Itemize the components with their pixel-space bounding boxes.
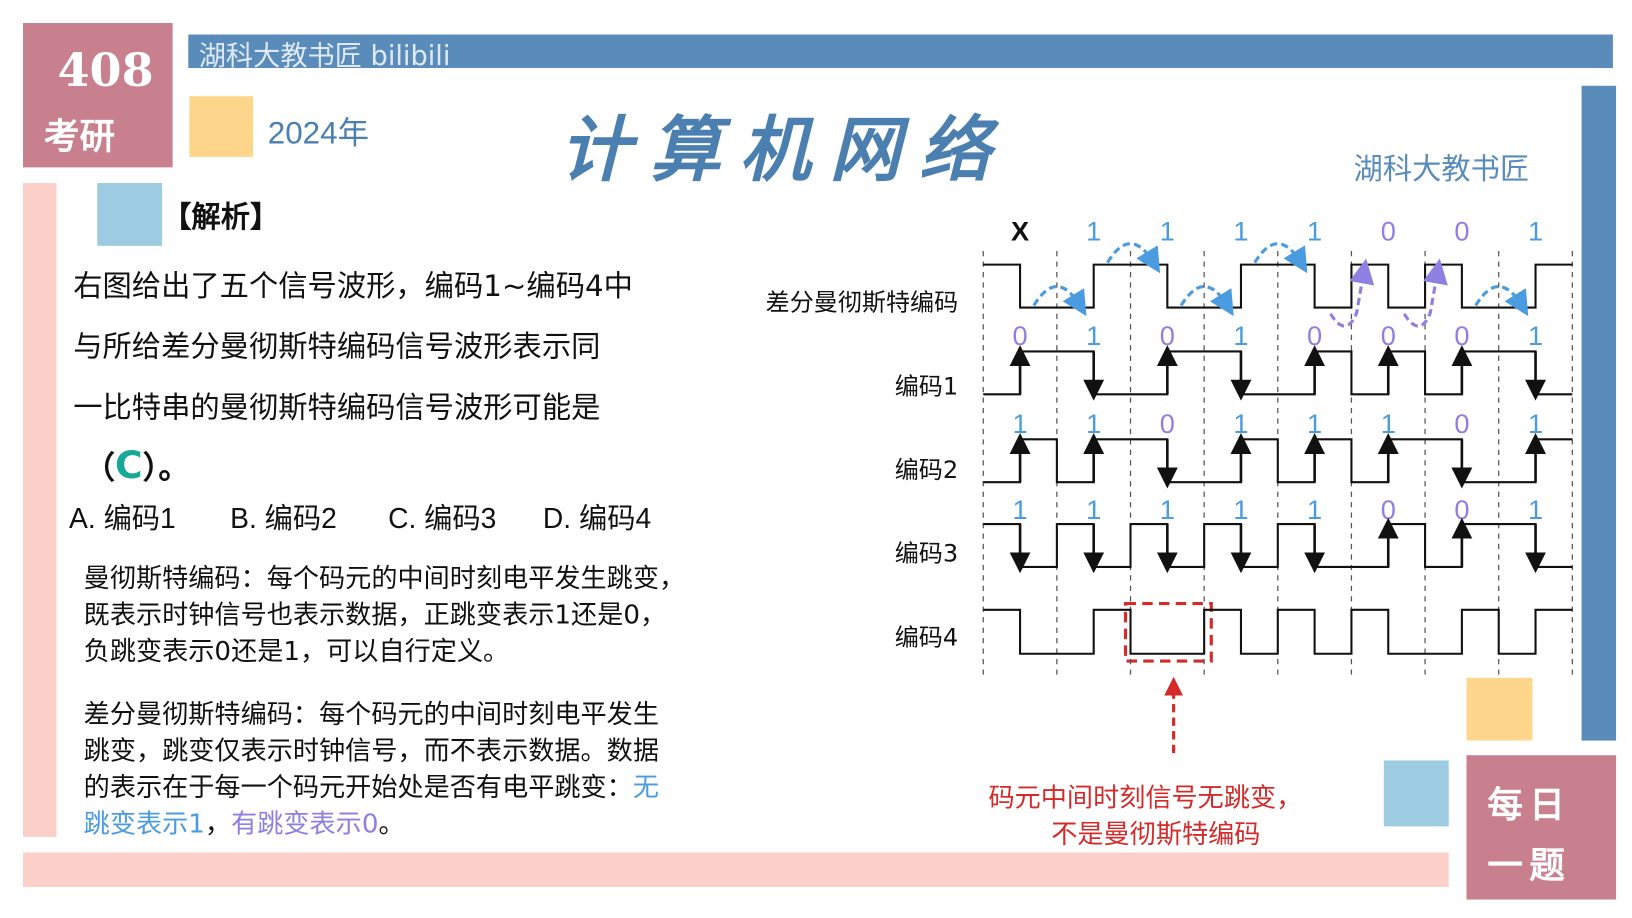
option-d: D. 编码4 <box>542 503 652 535</box>
row-label: 编码2 <box>894 457 959 485</box>
row-label: 编码3 <box>894 540 959 568</box>
waveform-3 <box>983 523 1573 568</box>
bit-label: 0 <box>1381 216 1396 247</box>
bit-label: 0 <box>1454 494 1469 525</box>
badge-label: 考研 <box>43 116 116 158</box>
left-bar <box>23 183 57 837</box>
answer-close: ）。 <box>142 449 190 487</box>
bit-label: 0 <box>1012 320 1027 351</box>
daily-line1: 每日 <box>1487 784 1572 827</box>
bit-label: 1 <box>1233 216 1248 247</box>
option-c: C. 编码3 <box>388 503 497 535</box>
blue-square <box>97 183 163 246</box>
bit-label: 1 <box>1528 320 1543 351</box>
bit-label: 0 <box>1454 408 1469 439</box>
bit-label: 1 <box>1086 216 1101 247</box>
option-a: A. 编码1 <box>69 503 176 535</box>
top-bar <box>188 34 1613 68</box>
bit-label: 0 <box>1160 320 1175 351</box>
answer-open: （ <box>83 449 116 487</box>
analysis-heading: 【解析】 <box>162 199 280 235</box>
waveform-0 <box>983 263 1573 309</box>
bit-label: X <box>1011 216 1029 247</box>
no-transition-highlight <box>1123 601 1213 663</box>
diff-note: 跳变，跳变仅表示时钟信号，而不表示数据。数据 <box>83 735 659 766</box>
author-label: 湖科大教书匠 <box>1353 151 1530 187</box>
bit-label: 1 <box>1086 320 1101 351</box>
diff-note-end: 。 <box>378 808 405 839</box>
row-label: 差分曼彻斯特编码 <box>765 289 959 317</box>
bit-label: 1 <box>1307 494 1322 525</box>
diff-note-blue: 无 <box>632 771 660 803</box>
bit-label: 1 <box>1086 494 1101 525</box>
bit-label: 1 <box>1160 494 1175 525</box>
bit-label: 0 <box>1454 320 1469 351</box>
diff-note: 的表示在于每一个码元开始处是否有电平跳变：无 <box>84 767 659 805</box>
bit-label: 0 <box>1454 216 1469 247</box>
right-bar <box>1581 85 1617 741</box>
diff-note: 差分曼彻斯特编码：每个码元的中间时刻电平发生 <box>83 698 659 730</box>
question-line: 一比特串的曼彻斯特编码信号波形可能是 <box>73 390 601 425</box>
transition-arrow <box>1329 258 1375 328</box>
yellow-square-2 <box>1466 677 1533 741</box>
watermark: 湖科大教书匠 bilibili <box>198 40 451 73</box>
row-label: 编码1 <box>894 373 959 401</box>
bit-label: 1 <box>1233 494 1248 525</box>
daily-line2: 一题 <box>1487 845 1572 888</box>
diff-note-purple: 有跳变表示0 <box>231 808 379 839</box>
blue-square-2 <box>1383 760 1449 827</box>
question-line: 与所给差分曼彻斯特编码信号波形表示同 <box>73 329 601 365</box>
badge-box <box>23 23 173 168</box>
answer: （C）。 <box>83 441 190 488</box>
transition-arrow <box>1402 258 1448 328</box>
manchester-note: 既表示时钟信号也表示数据，正跳变表示1还是0， <box>83 599 667 630</box>
diff-note-text: 的表示在于每一个码元开始处是否有电平跳变： <box>83 771 633 803</box>
diff-note-sep: ， <box>204 808 232 839</box>
bit-label: 1 <box>1012 408 1027 439</box>
bit-label: 1 <box>1012 494 1027 525</box>
bit-label: 1 <box>1233 408 1248 439</box>
question-line: 右图给出了五个信号波形，编码1~编码4中 <box>73 268 633 304</box>
diff-note: 跳变表示1，有跳变表示0。 <box>84 803 405 841</box>
answer-letter: C <box>115 444 143 488</box>
bottom-bar <box>23 852 1449 888</box>
bit-label: 1 <box>1233 320 1248 351</box>
note-line: 不是曼彻斯特编码 <box>1051 819 1261 850</box>
manchester-note: 曼彻斯特编码：每个码元的中间时刻电平发生跳变， <box>83 562 686 594</box>
yellow-square <box>189 96 254 157</box>
diff-note-blue: 跳变表示1 <box>83 808 205 839</box>
bit-label: 1 <box>1528 216 1543 247</box>
bit-label: 0 <box>1381 320 1396 351</box>
daily-badge <box>1466 755 1617 900</box>
bit-label: 1 <box>1307 216 1322 247</box>
manchester-note: 负跳变表示0还是1，可以自行定义。 <box>83 635 510 667</box>
row-label: 编码4 <box>894 624 959 652</box>
bit-label: 1 <box>1160 216 1175 247</box>
bit-label: 1 <box>1528 408 1543 439</box>
bit-label: 1 <box>1381 408 1396 439</box>
bit-label: 1 <box>1086 408 1101 439</box>
option-b: B. 编码2 <box>230 503 337 535</box>
waveform-4 <box>983 608 1573 655</box>
page-title: 计算机网络 <box>559 108 1010 193</box>
year-label: 2024年 <box>267 116 369 151</box>
note-line: 码元中间时刻信号无跳变， <box>988 782 1303 813</box>
bit-label: 0 <box>1381 494 1396 525</box>
bit-label: 0 <box>1307 320 1322 351</box>
badge-number: 408 <box>57 43 154 98</box>
bit-label: 1 <box>1528 494 1543 525</box>
waveform-2 <box>983 438 1573 484</box>
bit-label: 1 <box>1307 408 1322 439</box>
bit-label: 0 <box>1160 408 1175 439</box>
